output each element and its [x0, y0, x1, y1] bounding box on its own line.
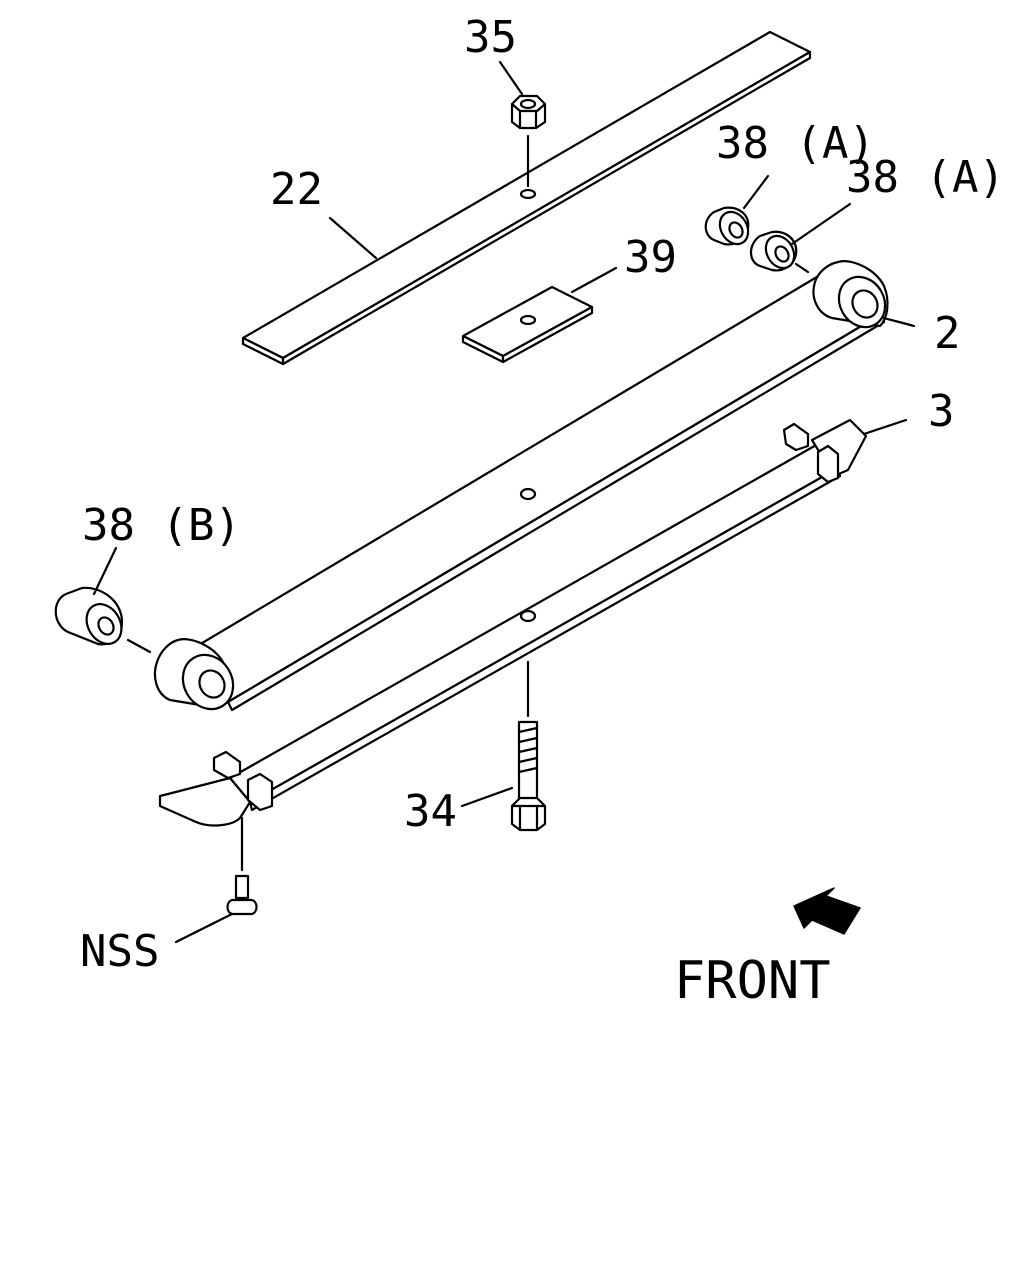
- helper-leaf-part-3: [158, 418, 868, 827]
- top-leaf-part-22: [241, 30, 812, 366]
- callout-34: 34: [404, 786, 457, 837]
- front-direction-indicator: FRONT: [674, 887, 861, 1011]
- callout-22: 22: [270, 164, 323, 215]
- callout-3: 3: [928, 386, 955, 437]
- callout-leaders: [92, 60, 916, 944]
- nut-part-35: [510, 94, 547, 188]
- callout-38b: 38 (B): [82, 500, 241, 551]
- callout-nss: NSS: [80, 926, 159, 977]
- callout-35: 35: [464, 12, 517, 63]
- callout-38a-left: 38 (A): [716, 118, 875, 169]
- clip-rivet-part-nss: [226, 816, 258, 916]
- center-bolt-part-34: [510, 660, 547, 832]
- main-leaf-part-2: [153, 260, 889, 712]
- callout-39: 39: [624, 232, 677, 283]
- spacer-pad-part-39: [461, 285, 594, 364]
- front-arrow-icon: [793, 887, 861, 935]
- bushing-part-38a-right: [749, 230, 798, 272]
- callout-2: 2: [934, 308, 961, 359]
- bushing-part-38a-left: [704, 206, 750, 246]
- bushing-part-38b: [54, 586, 124, 646]
- callout-38a-right: 38 (A): [846, 152, 1005, 203]
- front-label: FRONT: [674, 951, 831, 1011]
